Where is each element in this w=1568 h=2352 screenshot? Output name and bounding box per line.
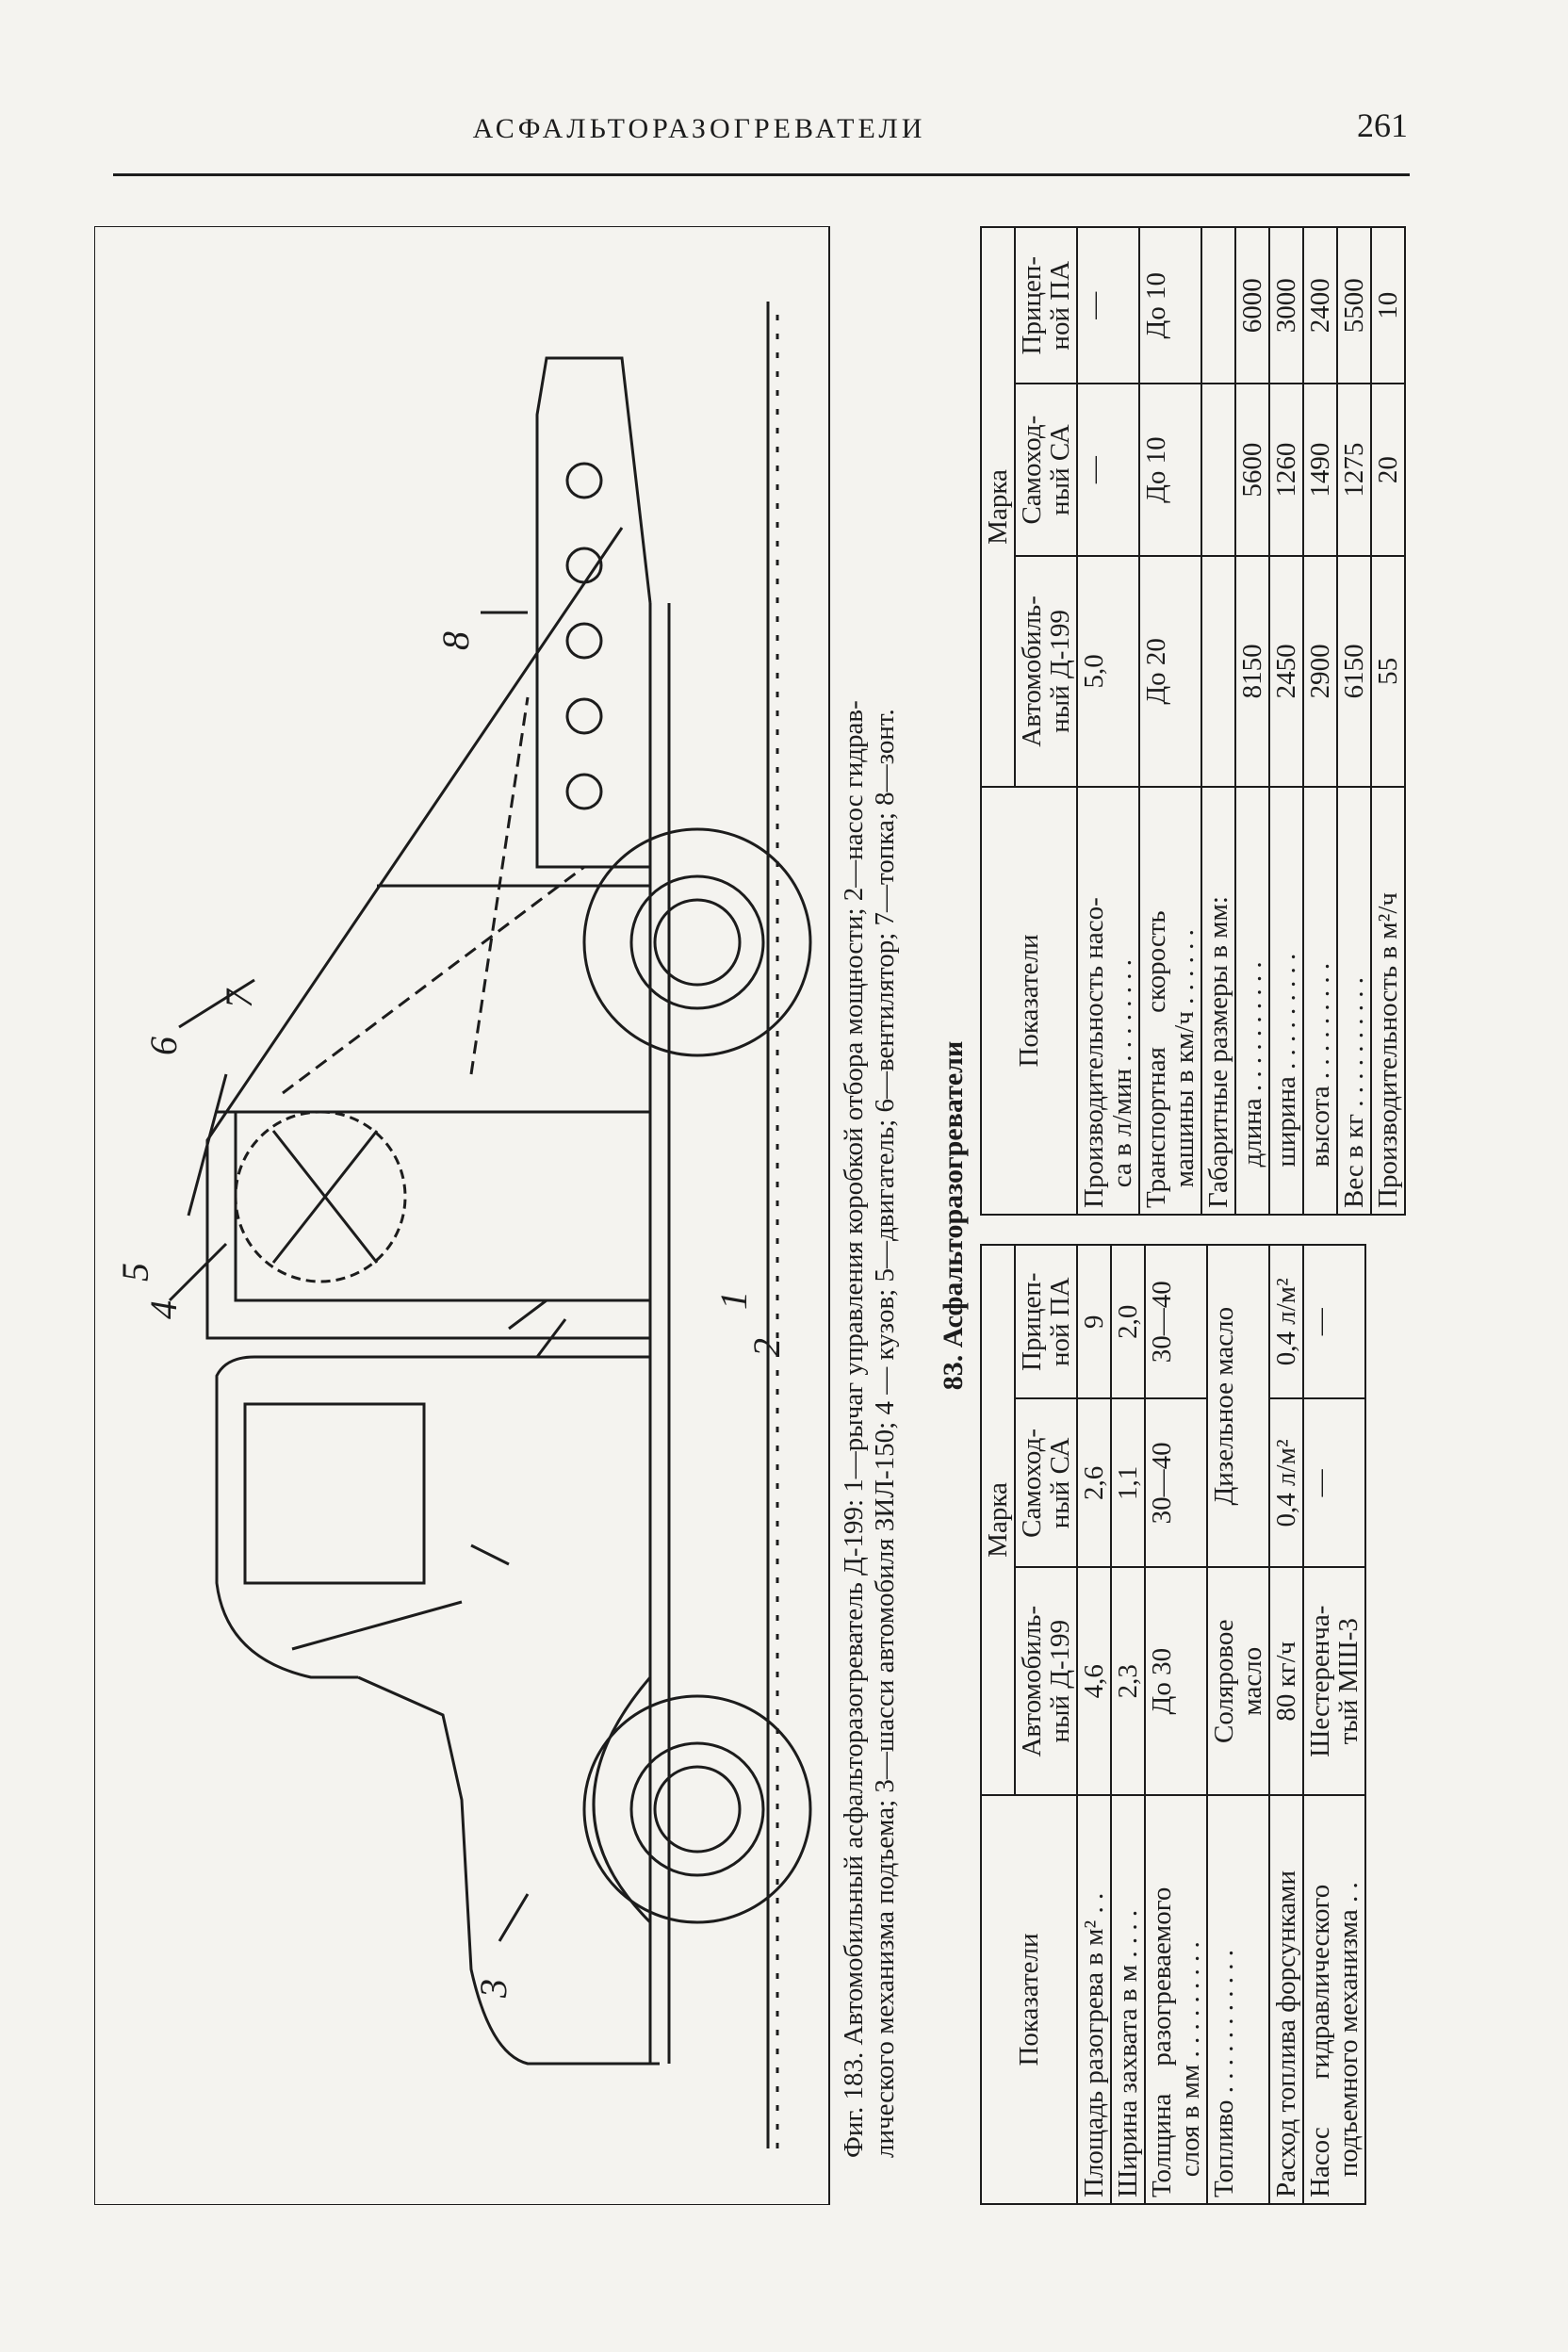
callout-4: 4	[142, 1300, 185, 1319]
table-row: Насос гидравлического подъемного механиз…	[1303, 1245, 1365, 2204]
table-row: Топливо . . . . . . . . . . . Соляровое …	[1207, 1245, 1269, 2204]
table-row: Площадь разогрева в м² . . 4,6 2,6 9	[1077, 1245, 1111, 2204]
table-right: Показатели Марка Автомобиль- ный Д-199 С…	[980, 226, 1406, 1216]
callout-6: 6	[142, 1037, 185, 1055]
table-row: Производительность насо- са в л/мин . . …	[1077, 227, 1139, 1215]
table-left: Показатели Марка Автомобиль- ный Д-199 С…	[980, 1244, 1366, 2205]
header-rule	[113, 173, 1410, 176]
table-row: ширина . . . . . . . . . 2450 1260 3000	[1269, 227, 1303, 1215]
col-header-indicator: Показатели	[981, 1795, 1077, 2204]
table-row: длина . . . . . . . . . . 8150 5600 6000	[1235, 227, 1269, 1215]
callout-8: 8	[434, 631, 477, 650]
callout-5: 5	[114, 1263, 156, 1282]
callout-7: 7	[218, 989, 260, 1008]
caption-line-1: Фиг. 183. Автомобильный асфальторазогрев…	[839, 700, 869, 2158]
running-head: АСФАЛЬТОРАЗОГРЕВАТЕЛИ	[472, 113, 926, 144]
callout-3: 3	[472, 1979, 514, 1998]
table-row: Производительность в м²/ч 55 20 10	[1371, 227, 1405, 1215]
caption-line-2: лического механизма подъема; 3—шасси авт…	[870, 709, 900, 2158]
callout-2: 2	[745, 1338, 788, 1357]
brand-header: Самоход- ный СА	[1015, 384, 1077, 556]
brand-header: Автомобиль- ный Д-199	[1015, 555, 1077, 787]
brand-header: Прицеп- ной ПА	[1015, 1245, 1077, 1399]
brand-header: Автомобиль- ный Д-199	[1015, 1567, 1077, 1795]
brand-header: Самоход- ный СА	[1015, 1398, 1077, 1568]
table-row: Габаритные размеры в мм:	[1201, 227, 1235, 1215]
col-header-brand: Марка	[981, 1245, 1015, 1795]
truck-drawing	[94, 226, 830, 2205]
table-row: высота . . . . . . . . . 2900 1490 2400	[1303, 227, 1337, 1215]
brand-header: Прицеп- ной ПА	[1015, 227, 1077, 384]
table-row: Ширина захвата в м . . . . 2,3 1,1 2,0	[1111, 1245, 1145, 2204]
rotated-content: 1 2 3 4 5 6 7 8 Фиг. 183. Автомобильный …	[94, 226, 1413, 2205]
table-row: Вес в кг . . . . . . . . . . 6150 1275 5…	[1337, 227, 1371, 1215]
table-row: Транспортная скорость машины в км/ч . . …	[1139, 227, 1201, 1215]
table-row: Расход топлива форсунками 80 кг/ч 0,4 л/…	[1269, 1245, 1303, 2204]
figure-183: 1 2 3 4 5 6 7 8 Фиг. 183. Автомобильный …	[94, 226, 905, 2205]
callout-1: 1	[712, 1291, 755, 1310]
page-number: 261	[1357, 106, 1408, 144]
col-header-indicator: Показатели	[981, 787, 1077, 1215]
table-83: Показатели Марка Автомобиль- ный Д-199 С…	[980, 226, 1405, 2205]
table-title: 83. Асфальторазогреватели	[938, 1040, 969, 1391]
figure-caption: Фиг. 183. Автомобильный асфальторазогрев…	[839, 273, 901, 2158]
col-header-brand: Марка	[981, 227, 1015, 787]
table-row: Толщина разогреваемого слоя в мм . . . .…	[1145, 1245, 1207, 2204]
